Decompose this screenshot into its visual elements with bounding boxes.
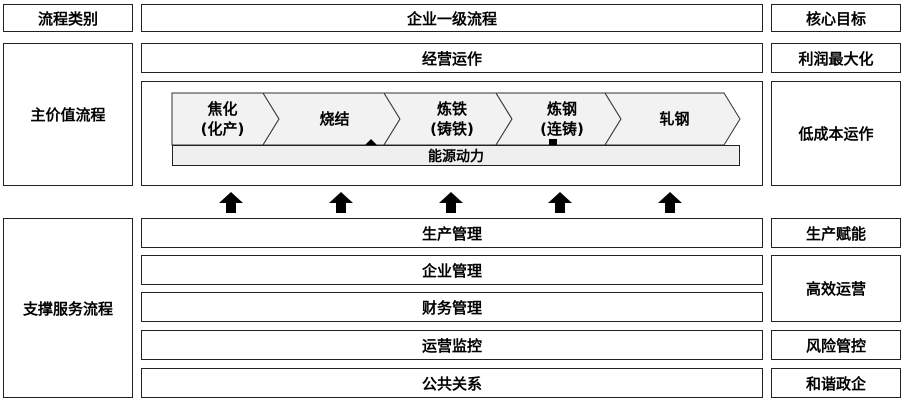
process-public-relations: 公共关系 <box>141 368 763 398</box>
goal-risk-control: 风险管控 <box>771 330 901 360</box>
process-enterprise-mgmt: 企业管理 <box>141 255 763 285</box>
chain-step-ironmaking: 炼铁(铸铁) <box>430 100 474 138</box>
chain-step-steelmaking: 炼钢(连铸) <box>540 100 584 138</box>
up-arrow-icon-3 <box>439 192 463 213</box>
up-arrow-icon-4 <box>548 192 572 213</box>
energy-power-bar: 能源动力 <box>172 145 740 166</box>
process-production-mgmt: 生产管理 <box>141 218 763 248</box>
chain-step-coking: 焦化(化产) <box>200 100 245 138</box>
category-main-value: 主价值流程 <box>3 43 133 186</box>
up-arrow-icon-2 <box>329 192 353 213</box>
header-level1-process: 企业一级流程 <box>141 4 763 32</box>
chain-step-rolling: 轧钢 <box>659 110 690 128</box>
goal-profit-max: 利润最大化 <box>771 43 901 73</box>
goal-production-enable: 生产赋能 <box>771 218 901 248</box>
process-finance-mgmt: 财务管理 <box>141 292 763 322</box>
goal-low-cost: 低成本运作 <box>771 81 901 186</box>
chain-step-sintering: 烧结 <box>319 110 350 128</box>
header-core-goal: 核心目标 <box>771 4 901 32</box>
up-arrow-icon-1 <box>219 192 243 213</box>
goal-harmony: 和谐政企 <box>771 368 901 398</box>
process-operation: 经营运作 <box>141 43 763 73</box>
goal-efficient-operation: 高效运营 <box>771 255 901 322</box>
up-arrow-icon-5 <box>658 192 682 213</box>
header-category: 流程类别 <box>3 4 133 32</box>
process-operation-monitor: 运营监控 <box>141 330 763 360</box>
category-support-service: 支撑服务流程 <box>3 218 133 398</box>
